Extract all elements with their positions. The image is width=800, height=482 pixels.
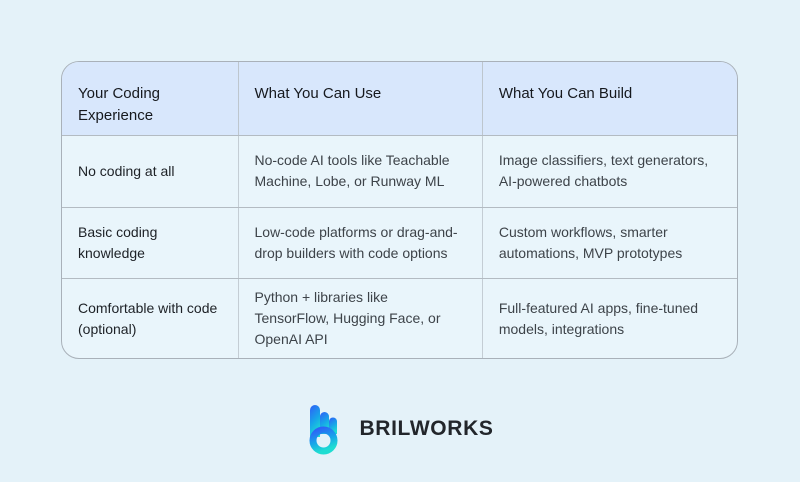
brand-logo: BRILWORKS: [0, 402, 800, 455]
cell-experience: Comfortable with code (optional): [78, 300, 218, 337]
cell-experience: Basic coding knowledge: [78, 224, 158, 261]
column-header-use: What You Can Use: [237, 62, 482, 135]
comparison-table: Your Coding Experience What You Can Use …: [61, 61, 738, 359]
table-row: No coding at all No-code AI tools like T…: [62, 135, 737, 207]
brand-name: BRILWORKS: [359, 416, 494, 440]
table-header-row: Your Coding Experience What You Can Use …: [62, 62, 737, 135]
cell-build: Image classifiers, text generators, AI-p…: [481, 136, 737, 207]
column-header-experience: Your Coding Experience: [78, 85, 161, 124]
cell-use: No-code AI tools like Teachable Machine,…: [237, 136, 482, 207]
table-row: Basic coding knowledge Low-code platform…: [62, 206, 737, 278]
cell-experience: No coding at all: [78, 163, 175, 180]
table-row: Comfortable with code (optional) Python …: [62, 278, 737, 358]
cell-build: Custom workflows, smarter automations, M…: [481, 207, 737, 278]
cell-build: Full-featured AI apps, fine-tuned models…: [481, 279, 737, 358]
cell-use: Python + libraries like TensorFlow, Hugg…: [237, 279, 482, 358]
brilworks-logo-icon: [307, 402, 347, 455]
cell-use: Low-code platforms or drag-and-drop buil…: [237, 207, 482, 278]
column-header-build: What You Can Build: [481, 62, 737, 135]
